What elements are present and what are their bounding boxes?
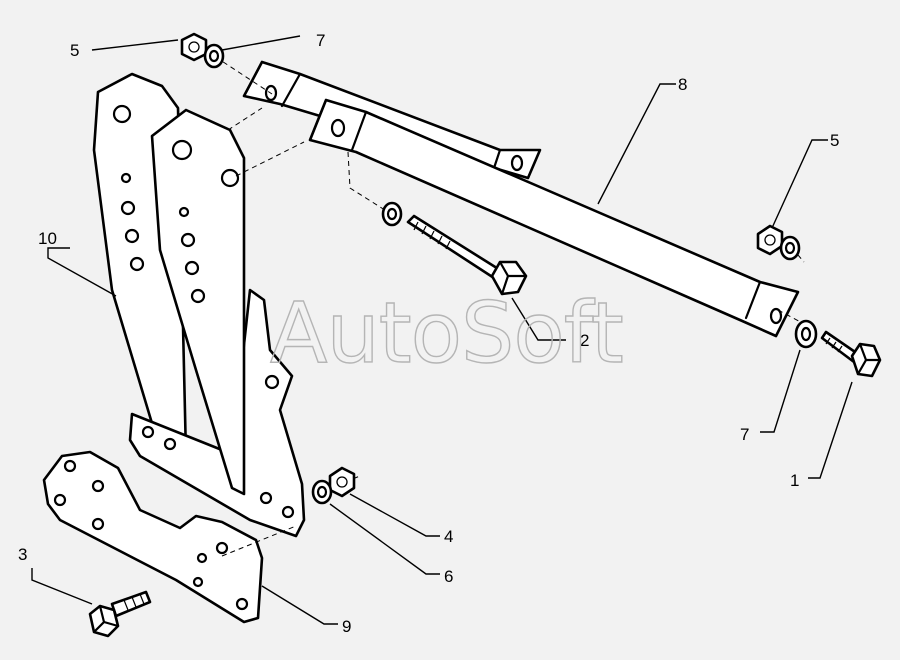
nut-part-5-right <box>756 224 784 256</box>
bolt-part-1 <box>820 330 882 378</box>
callout-8: 8 <box>678 75 687 94</box>
washer-part-6-upper <box>381 201 403 227</box>
washer-part-7-upper <box>203 43 225 69</box>
washer-part-7-right-upper <box>779 235 801 261</box>
callout-5-upper: 5 <box>70 41 79 60</box>
callout-7-right: 7 <box>740 425 749 444</box>
cross-bar-part-8 <box>242 60 800 338</box>
callout-5-right: 5 <box>830 131 839 150</box>
watermark-text: AutoSoft <box>270 284 623 382</box>
bolt-part-3 <box>88 590 152 638</box>
bolt-part-2 <box>406 214 528 296</box>
leader-lines <box>31 35 853 625</box>
callout-10: 10 <box>38 229 57 248</box>
nut-part-5-upper <box>180 32 208 62</box>
callout-9: 9 <box>342 617 351 636</box>
bracket-part-10 <box>92 72 306 538</box>
callout-4: 4 <box>444 527 453 546</box>
washer-part-7-right <box>794 319 818 349</box>
callout-7-upper: 7 <box>316 31 325 50</box>
nut-part-4 <box>328 466 356 498</box>
callout-1: 1 <box>790 471 799 490</box>
callout-3: 3 <box>18 545 27 564</box>
washer-part-6 <box>311 479 333 505</box>
callouts: 5 7 8 5 10 2 7 1 4 6 3 9 <box>18 31 839 636</box>
callout-2: 2 <box>580 331 589 350</box>
plate-part-9 <box>42 450 264 624</box>
callout-6: 6 <box>444 567 453 586</box>
